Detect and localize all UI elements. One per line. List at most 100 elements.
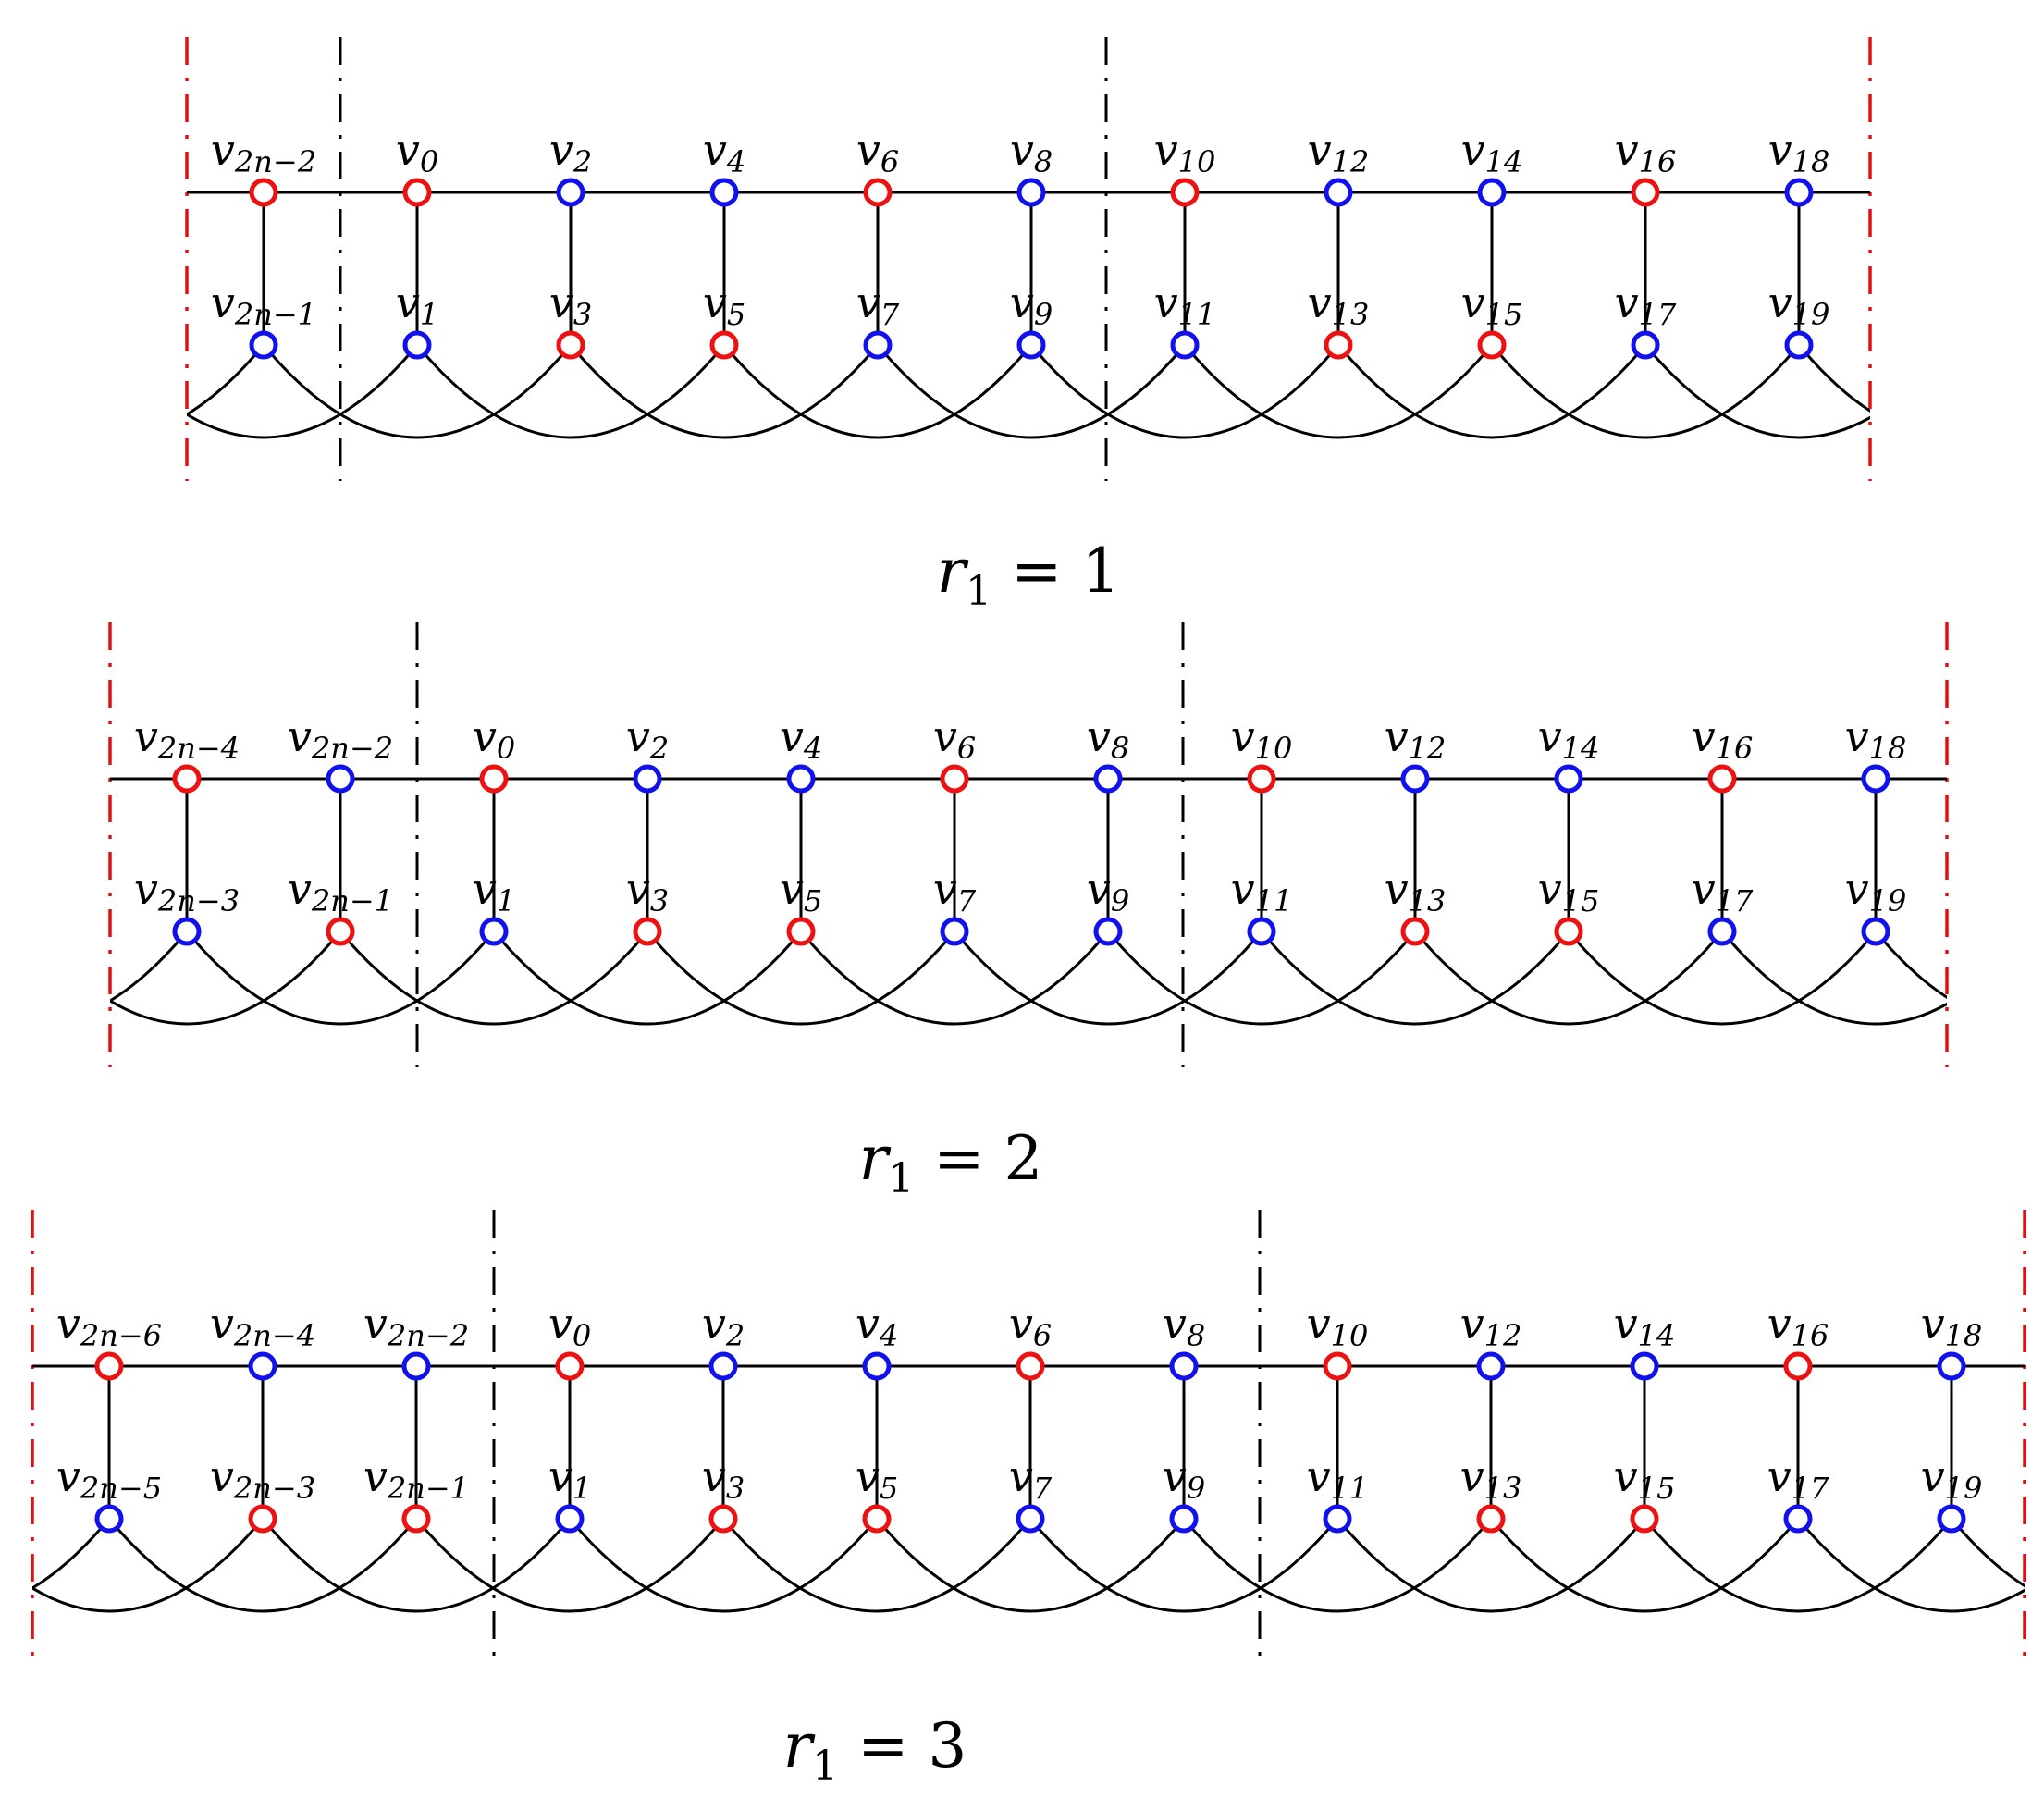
top-vertex-label: v16 <box>1767 1299 1829 1353</box>
top-node-blue <box>708 1351 738 1381</box>
top-node-blue <box>556 178 585 207</box>
arc-edge <box>568 1518 879 1613</box>
top-node-blue <box>1784 178 1814 207</box>
bottom-vertex-label: v11 <box>1231 864 1293 918</box>
bottom-prefix-label: v2n−3 <box>134 864 240 918</box>
bottom-vertex-label: v13 <box>1308 277 1370 332</box>
bottom-vertex-label: v17 <box>1692 864 1754 918</box>
bottom-vertex-label: v19 <box>1921 1451 1983 1506</box>
top-node-red <box>1707 764 1737 794</box>
top-prefix-label: v2n−2 <box>211 125 316 179</box>
arc-edge <box>569 344 880 439</box>
arc-edge <box>1567 930 1878 1026</box>
bottom-node-red <box>401 1504 431 1534</box>
bottom-node-red <box>326 917 355 946</box>
arc-edge <box>262 344 573 439</box>
caption: r1 = 2 <box>859 1123 1043 1202</box>
bottom-node-red <box>556 330 585 360</box>
bottom-node-blue <box>249 330 278 360</box>
bottom-prefix-label: v2n−1 <box>363 1451 469 1506</box>
top-prefix-label: v2n−2 <box>363 1299 469 1353</box>
top-node-red <box>555 1351 585 1381</box>
bottom-node-blue <box>402 330 432 360</box>
bottom-node-blue <box>479 917 509 946</box>
top-vertex-label: v6 <box>1009 1299 1052 1353</box>
arc-edge <box>1796 1518 2025 1613</box>
top-node-red <box>402 178 432 207</box>
top-node-red <box>1016 1351 1045 1381</box>
bottom-vertex-label: v3 <box>702 1451 745 1506</box>
arc-edge <box>492 930 803 1026</box>
bottom-vertex-label: v13 <box>1385 864 1447 918</box>
arc-edge <box>1028 1518 1339 1613</box>
bottom-vertex-label: v11 <box>1154 277 1216 332</box>
bottom-node-red <box>1554 917 1583 946</box>
bottom-vertex-label: v19 <box>1845 864 1907 918</box>
bottom-node-blue <box>1170 330 1200 360</box>
arc-edge <box>1106 930 1417 1026</box>
bottom-node-red <box>248 1504 277 1534</box>
bottom-node-blue <box>1631 330 1660 360</box>
bottom-node-red <box>786 917 816 946</box>
top-node-blue <box>633 764 662 794</box>
top-node-red <box>94 1351 124 1381</box>
bottom-vertex-label: v13 <box>1460 1451 1522 1506</box>
arc-edge <box>185 930 496 1026</box>
arc-edge <box>1336 1518 1646 1613</box>
top-node-blue <box>1477 178 1507 207</box>
arc-edge <box>1489 1518 1800 1613</box>
arc-edge <box>1490 344 1801 439</box>
arc-edge <box>1029 344 1340 439</box>
top-vertex-label: v4 <box>780 711 822 766</box>
top-vertex-label: v10 <box>1231 711 1293 766</box>
top-prefix-label: v2n−4 <box>134 711 240 766</box>
arc-edge <box>339 930 649 1026</box>
bottom-node-blue <box>94 1504 124 1534</box>
bottom-vertex-label: v1 <box>396 277 438 332</box>
arc-edge <box>875 1518 1186 1613</box>
arc-edge <box>646 930 956 1026</box>
bottom-node-red <box>1324 330 1353 360</box>
bottom-node-blue <box>863 330 893 360</box>
top-vertex-label: v8 <box>1087 711 1129 766</box>
bottom-vertex-label: v19 <box>1768 277 1830 332</box>
bottom-node-blue <box>1093 917 1123 946</box>
bottom-node-red <box>1400 917 1430 946</box>
bottom-node-red <box>862 1504 892 1534</box>
arc-edge <box>1950 1518 2025 1588</box>
bottom-vertex-label: v3 <box>626 864 669 918</box>
top-vertex-label: v0 <box>396 125 438 179</box>
bottom-node-red <box>633 917 662 946</box>
arc-edge <box>1183 344 1494 439</box>
top-vertex-label: v10 <box>1307 1299 1369 1353</box>
top-vertex-label: v0 <box>548 1299 591 1353</box>
top-node-blue <box>1937 1351 1966 1381</box>
bottom-vertex-label: v15 <box>1614 1451 1676 1506</box>
bottom-vertex-label: v3 <box>549 277 592 332</box>
top-vertex-label: v14 <box>1614 1299 1676 1353</box>
bottom-vertex-label: v11 <box>1307 1451 1369 1506</box>
top-vertex-label: v18 <box>1845 711 1907 766</box>
top-vertex-label: v18 <box>1921 1299 1983 1353</box>
bottom-vertex-label: v9 <box>1010 277 1053 332</box>
bottom-node-blue <box>1247 917 1276 946</box>
bottom-vertex-label: v7 <box>933 864 977 918</box>
arc-edge <box>876 344 1187 439</box>
top-vertex-label: v6 <box>933 711 976 766</box>
bottom-vertex-label: v15 <box>1461 277 1523 332</box>
arc-edge <box>721 1518 1032 1613</box>
bottom-node-blue <box>1783 1504 1813 1534</box>
bottom-vertex-label: v9 <box>1163 1451 1205 1506</box>
bottom-vertex-label: v5 <box>703 277 745 332</box>
top-prefix-label: v2n−6 <box>56 1299 162 1353</box>
bottom-vertex-label: v1 <box>548 1451 591 1506</box>
bottom-node-red <box>1476 1504 1506 1534</box>
top-node-red <box>1783 1351 1813 1381</box>
arc-edge <box>1182 1518 1493 1613</box>
top-vertex-label: v6 <box>856 125 899 179</box>
top-node-blue <box>709 178 739 207</box>
arc-edge <box>1797 344 1870 413</box>
bottom-prefix-label: v2n−3 <box>210 1451 315 1506</box>
bottom-node-blue <box>555 1504 585 1534</box>
